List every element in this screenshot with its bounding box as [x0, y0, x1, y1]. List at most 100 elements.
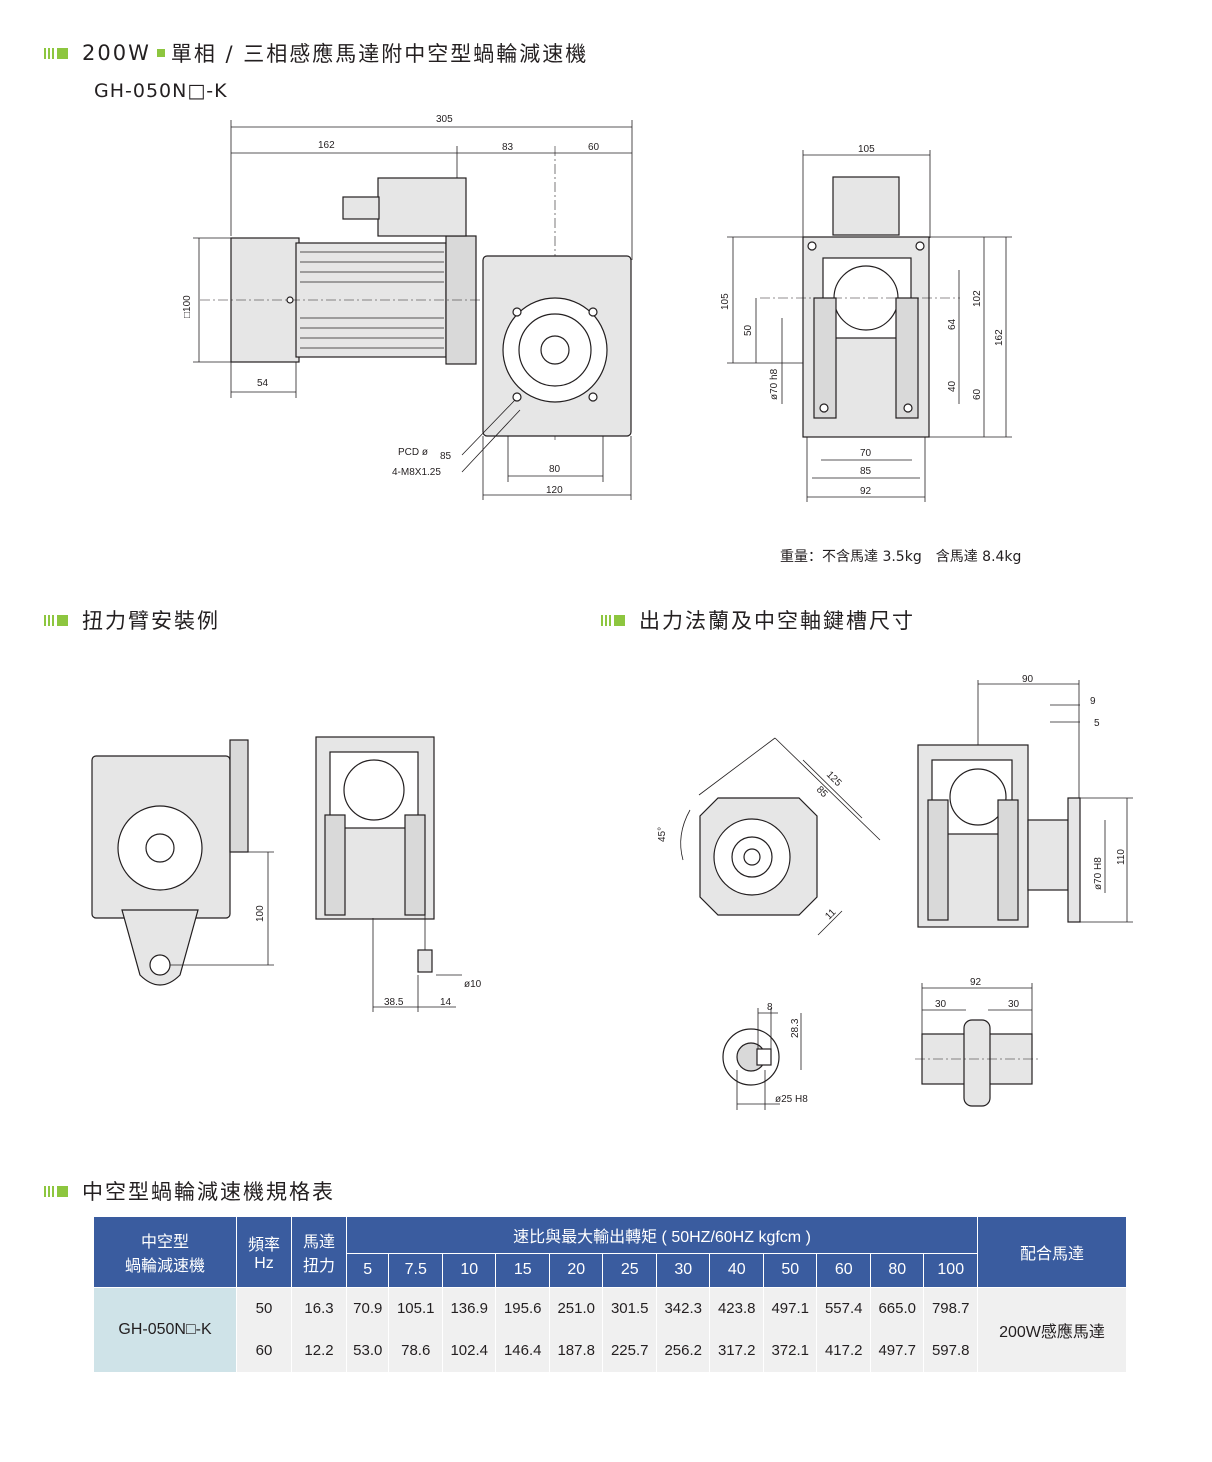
value-cell: 102.4 [442, 1329, 497, 1372]
dim-m8: 4-M8X1.25 [392, 467, 441, 478]
ratio-cell: 80 [870, 1253, 925, 1288]
value-cell: 497.7 [870, 1329, 925, 1372]
drawing-output-flange: 125 85 45° 11 [657, 737, 881, 936]
value-cell: 372.1 [763, 1329, 818, 1372]
dim-70-h8: ø70 h8 [769, 368, 780, 400]
value-cell: 597.8 [923, 1329, 978, 1372]
value-cell: 301.5 [602, 1287, 657, 1330]
dim-30-left: 30 [935, 999, 947, 1010]
drawing-side-view: 305 162 83 60 □100 54 [182, 114, 633, 500]
spec-table-title: 中空型蝸輪減速機規格表 [82, 1180, 335, 1204]
dim-54: 54 [257, 378, 269, 389]
dim-11: 11 [823, 907, 838, 922]
value-cell: 136.9 [442, 1287, 497, 1330]
dim-85: 85 [860, 466, 872, 477]
value-cell: 798.7 [923, 1287, 978, 1330]
dim-60-right: 60 [972, 388, 983, 400]
drawing-front-view: 105 105 50 ø70 h8 64 40 102 60 162 70 85 [720, 144, 1012, 502]
col-torque-header: 馬達 扭力 [291, 1217, 347, 1288]
ratio-cell: 40 [709, 1253, 764, 1288]
dim-50: 50 [743, 324, 754, 336]
value-cell: 225.7 [602, 1329, 657, 1372]
ratio-cell: 15 [495, 1253, 550, 1288]
dim-30-right: 30 [1008, 999, 1020, 1010]
dim-64: 64 [947, 318, 958, 330]
value-cell: 105.1 [388, 1287, 443, 1330]
col-model-header: 中空型 蝸輪減速機 [94, 1217, 237, 1288]
ratio-cell: 5 [346, 1253, 390, 1288]
dim-120: 120 [546, 485, 563, 496]
dim-92-shaft: 92 [970, 977, 982, 988]
model-cell: GH-050N□-K [94, 1287, 237, 1372]
table-row: 60 12.2 53.0 78.6 102.4 146.4 187.8 225.… [94, 1329, 1126, 1372]
value-cell: 342.3 [656, 1287, 711, 1330]
dim-162: 162 [318, 140, 335, 151]
hz-cell: 60 [236, 1329, 292, 1372]
dim-70: 70 [860, 448, 872, 459]
dim-28-3: 28.3 [790, 1018, 801, 1038]
table-row: GH-050N□-K 50 16.3 70.9 105.1 136.9 195.… [94, 1287, 1126, 1372]
header-bars-icon [44, 1185, 70, 1197]
weight-note: 重量：不含馬達 3.5kg 含馬達 8.4kg [780, 549, 1022, 565]
section-header-torque-arm: 扭力臂安裝例 [44, 605, 220, 635]
value-cell: 78.6 [388, 1329, 443, 1372]
torque-arm-title: 扭力臂安裝例 [82, 609, 220, 633]
title-prefix: 200W [82, 41, 151, 65]
value-cell: 195.6 [495, 1287, 550, 1330]
drawing-flange-side: 90 9 5 ø70 H8 110 [917, 674, 1133, 928]
header-bars-icon [44, 614, 70, 626]
ratio-cell: 10 [442, 1253, 497, 1288]
dim-pcd-85: 85 [440, 451, 452, 462]
dim-305: 305 [436, 114, 453, 125]
value-cell: 251.0 [549, 1287, 604, 1330]
motor-cell: 200W感應馬達 [977, 1287, 1126, 1372]
ratio-cell: 30 [656, 1253, 711, 1288]
value-cell: 423.8 [709, 1287, 764, 1330]
drawing-shaft-top: 92 30 30 [915, 977, 1040, 1107]
dim-60: 60 [588, 142, 600, 153]
dim-162-right: 162 [994, 329, 1005, 346]
value-cell: 417.2 [816, 1329, 871, 1372]
dim-square-100: □100 [182, 295, 193, 318]
section-header-flange: 出力法蘭及中空軸鍵槽尺寸 [601, 605, 915, 635]
technical-drawings: 305 162 83 60 □100 54 [91, 114, 1133, 1110]
dim-pcd: PCD ø [398, 447, 428, 458]
ratio-cell: 100 [923, 1253, 978, 1288]
dim-25-H8: ø25 H8 [775, 1094, 808, 1105]
dim-105-top: 105 [858, 144, 875, 155]
header-bars-icon [601, 614, 627, 626]
col-motor-header: 配合馬達 [977, 1217, 1126, 1288]
dim-14: 14 [440, 997, 452, 1008]
value-cell: 317.2 [709, 1329, 764, 1372]
ratio-cell: 25 [602, 1253, 657, 1288]
ratio-row: 5 7.5 10 15 20 25 30 40 50 60 80 100 [94, 1253, 1126, 1288]
dim-8: 8 [767, 1002, 773, 1013]
spec-table: 中空型 蝸輪減速機 頻率 Hz 馬達 扭力 速比與最大輸出轉矩 ( 50HZ/6… [94, 1217, 1126, 1372]
dim-5: 5 [1094, 718, 1100, 729]
torque-cell: 12.2 [291, 1329, 347, 1372]
dim-83: 83 [502, 142, 514, 153]
value-cell: 256.2 [656, 1329, 711, 1372]
torque-cell: 16.3 [291, 1287, 347, 1330]
section-header-spec: 中空型蝸輪減速機規格表 [44, 1176, 335, 1206]
value-cell: 497.1 [763, 1287, 818, 1330]
dim-80: 80 [549, 464, 561, 475]
dim-110: 110 [1116, 849, 1127, 865]
col-ratio-header: 速比與最大輸出轉矩 ( 50HZ/60HZ kgfcm ) [346, 1217, 978, 1254]
page-title: 單相 / 三相感應馬達附中空型蝸輪減速機 [170, 42, 589, 66]
col-freq-header: 頻率 Hz [236, 1217, 292, 1288]
drawing-torque-arm: 100 ø10 38.5 14 [91, 736, 482, 1012]
green-square-icon [156, 49, 165, 57]
section-header-title: 200W 單相 / 三相感應馬達附中空型蝸輪減速機 [44, 38, 588, 68]
dim-125: 125 [824, 769, 844, 789]
ratio-cell: 7.5 [388, 1253, 443, 1288]
value-cell: 70.9 [346, 1287, 390, 1330]
value-cell: 146.4 [495, 1329, 550, 1372]
value-cell: 665.0 [870, 1287, 925, 1330]
dim-38-5: 38.5 [384, 997, 404, 1008]
dim-100-arm: 100 [255, 905, 266, 922]
dim-70-H8: ø70 H8 [1093, 857, 1104, 890]
value-cell: 53.0 [346, 1329, 390, 1372]
drawing-keyway: 8 28.3 ø25 H8 [722, 1002, 808, 1110]
dim-102: 102 [972, 290, 983, 307]
